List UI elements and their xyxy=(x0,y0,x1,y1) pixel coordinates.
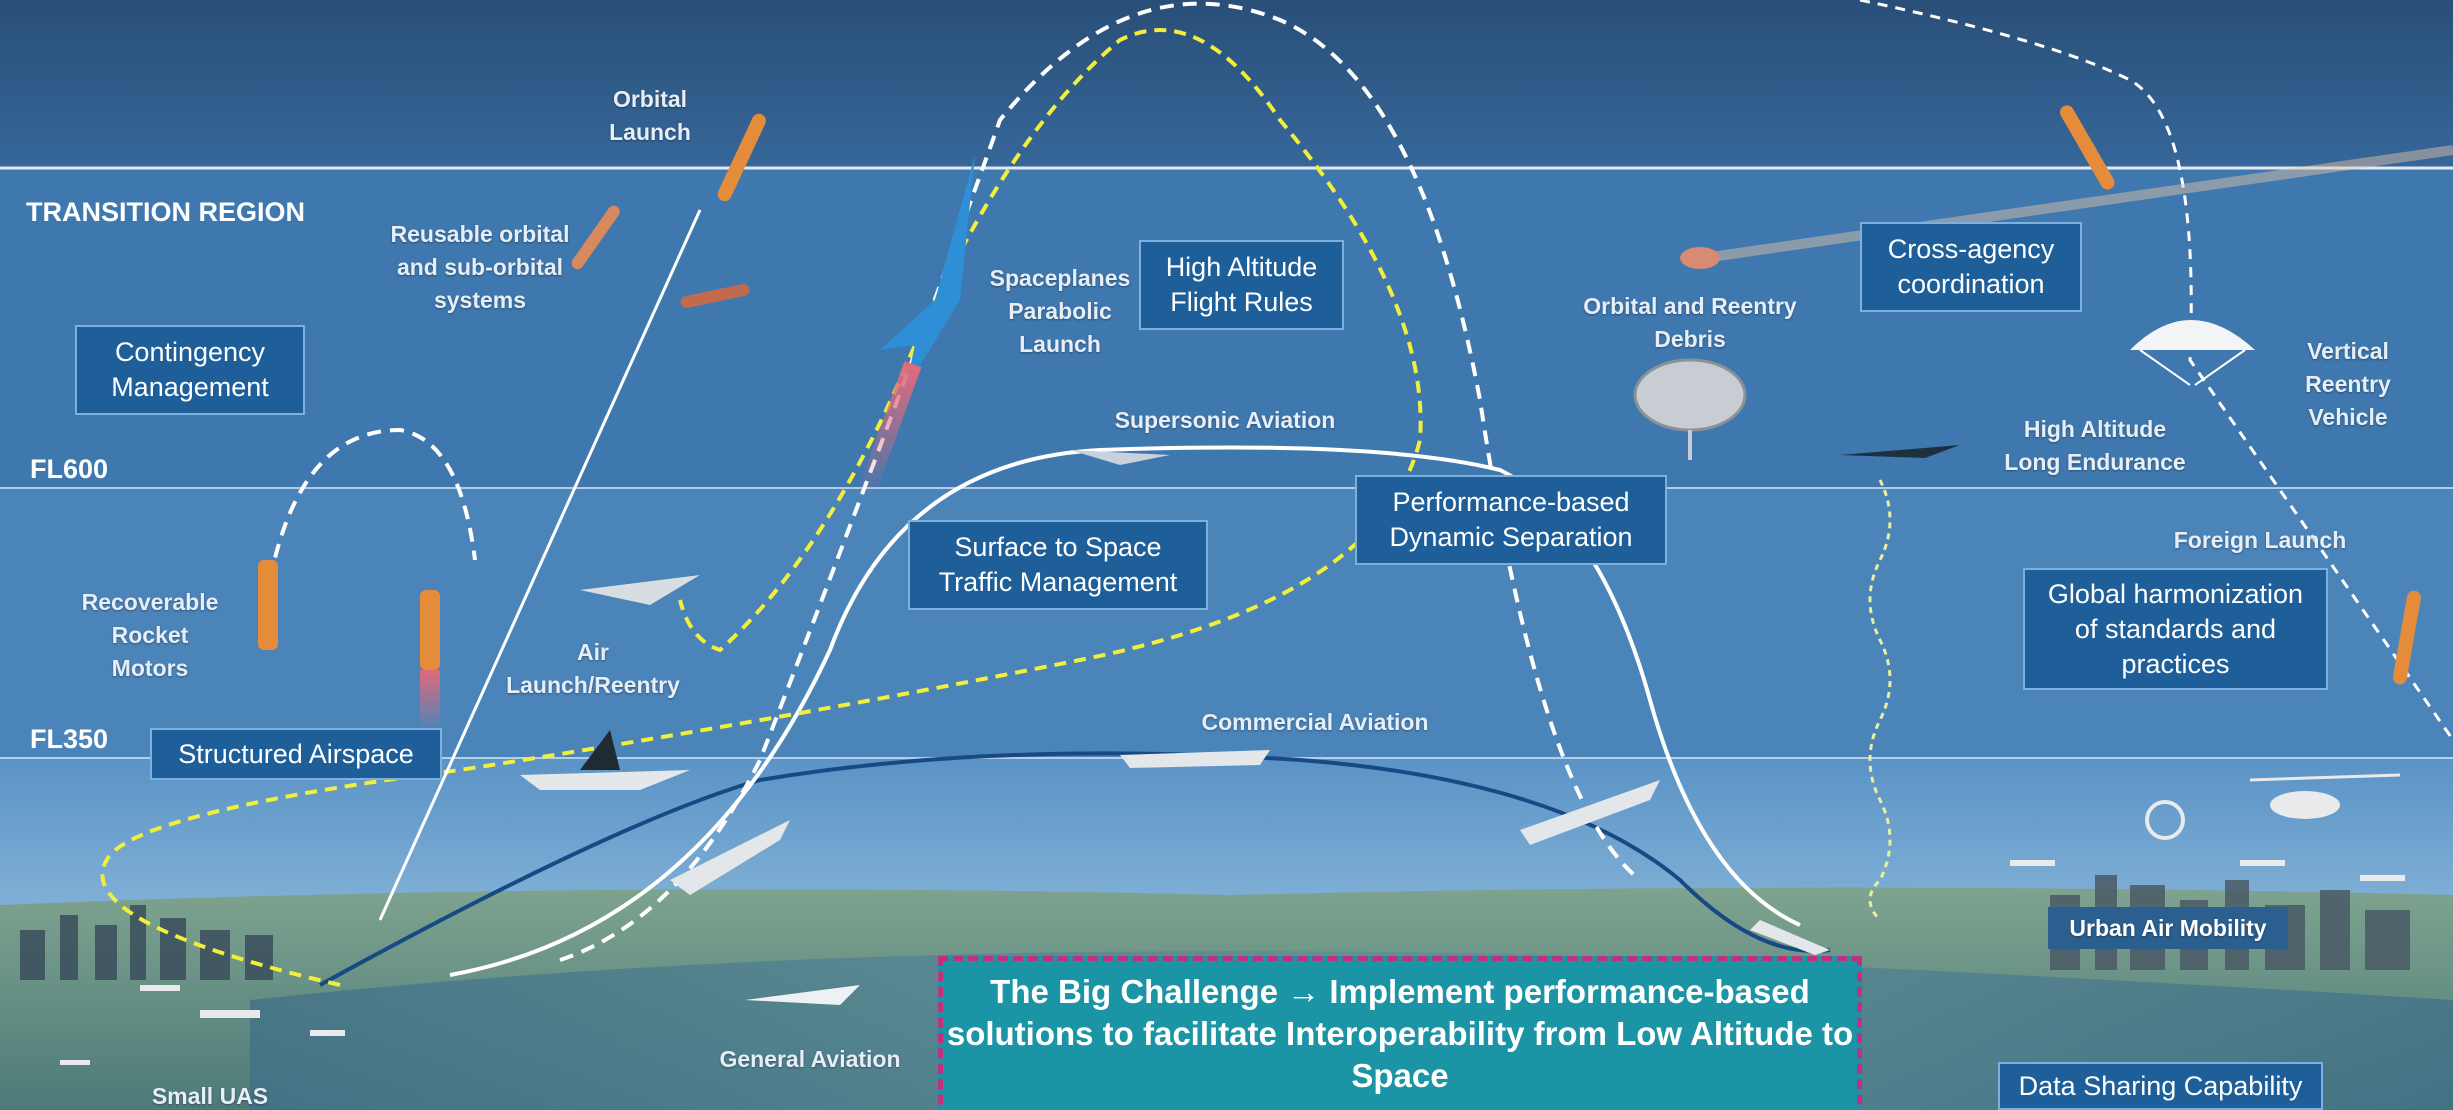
structured-airspace-box: Structured Airspace xyxy=(150,728,442,780)
big-challenge-box: The Big Challenge → Implement performanc… xyxy=(938,956,1862,1110)
data-sharing-box: Data Sharing Capability xyxy=(1998,1062,2323,1110)
hale-aircraft-icon xyxy=(1840,445,1960,458)
urban-air-mobility-label: Urban Air Mobility xyxy=(2048,907,2288,949)
carrier-aircraft-icon xyxy=(580,575,700,605)
global-harmonization-box: Global harmonization of standards and pr… xyxy=(2023,568,2328,690)
general-aviation-label: General Aviation xyxy=(719,1046,901,1072)
spaceplanes-label: Spaceplanes Parabolic Launch xyxy=(989,265,1131,357)
orbital-debris-label: Orbital and Reentry Debris xyxy=(1583,293,1797,352)
foreign-launch-label: Foreign Launch xyxy=(2173,527,2347,553)
supersonic-label: Supersonic Aviation xyxy=(1114,407,1336,433)
performance-separation-box: Performance-based Dynamic Separation xyxy=(1355,475,1667,565)
reusable-systems-label: Reusable orbital and sub-orbital systems xyxy=(390,221,570,313)
hale-wave xyxy=(1868,479,1892,922)
contingency-management-box: Contingency Management xyxy=(75,325,305,415)
cross-agency-coordination-box: Cross-agency coordination xyxy=(1860,222,2082,312)
debris-trail xyxy=(1689,145,2453,265)
supersonic-path xyxy=(449,445,1801,977)
vertical-reentry-label: Vertical Reentry Vehicle xyxy=(2305,338,2391,430)
recoverable-rocket-arc xyxy=(268,427,477,581)
small-uas-label: Small UAS xyxy=(151,1083,269,1109)
high-altitude-flight-rules-box: High Altitude Flight Rules xyxy=(1139,240,1344,330)
supersonic-jet-icon xyxy=(1070,450,1170,465)
air-launch-label: Air Launch/Reentry xyxy=(506,639,680,698)
commercial-aviation-label: Commercial Aviation xyxy=(1201,709,1429,735)
helicopter-icon xyxy=(2249,773,2401,819)
vertical-rocket-icon xyxy=(2060,105,2421,685)
orbital-rocket-icon xyxy=(717,113,766,202)
space-band xyxy=(0,0,2453,168)
recoverable-rocket-icon xyxy=(258,560,440,730)
airliner-icons xyxy=(670,750,1830,955)
fl350-label: FL350 xyxy=(30,724,109,754)
air-launch-yellow-path xyxy=(100,28,1423,987)
spaceplane-icon xyxy=(856,155,975,499)
drone-icons xyxy=(60,800,2405,1065)
recoverable-motors-label: Recoverable Rocket Motors xyxy=(81,589,219,681)
orbital-launch-path xyxy=(378,209,702,921)
city-skyline-left xyxy=(20,905,273,980)
reusable-spacecraft-icon xyxy=(571,205,750,309)
fl600-label: FL600 xyxy=(30,454,109,484)
parachute-icon xyxy=(2130,320,2255,386)
vertical-reentry-path xyxy=(1859,0,2453,741)
capsule-icon xyxy=(1633,358,1747,460)
hale-label: High Altitude Long Endurance xyxy=(2004,416,2186,475)
spaceship-two-icon xyxy=(520,730,690,790)
general-aviation-icon xyxy=(745,985,860,1005)
transition-region-label: TRANSITION REGION xyxy=(26,197,306,227)
orbital-launch-label: Orbital Launch xyxy=(609,86,691,145)
surface-to-space-box: Surface to Space Traffic Management xyxy=(908,520,1208,610)
debris-icon xyxy=(1680,247,1720,269)
